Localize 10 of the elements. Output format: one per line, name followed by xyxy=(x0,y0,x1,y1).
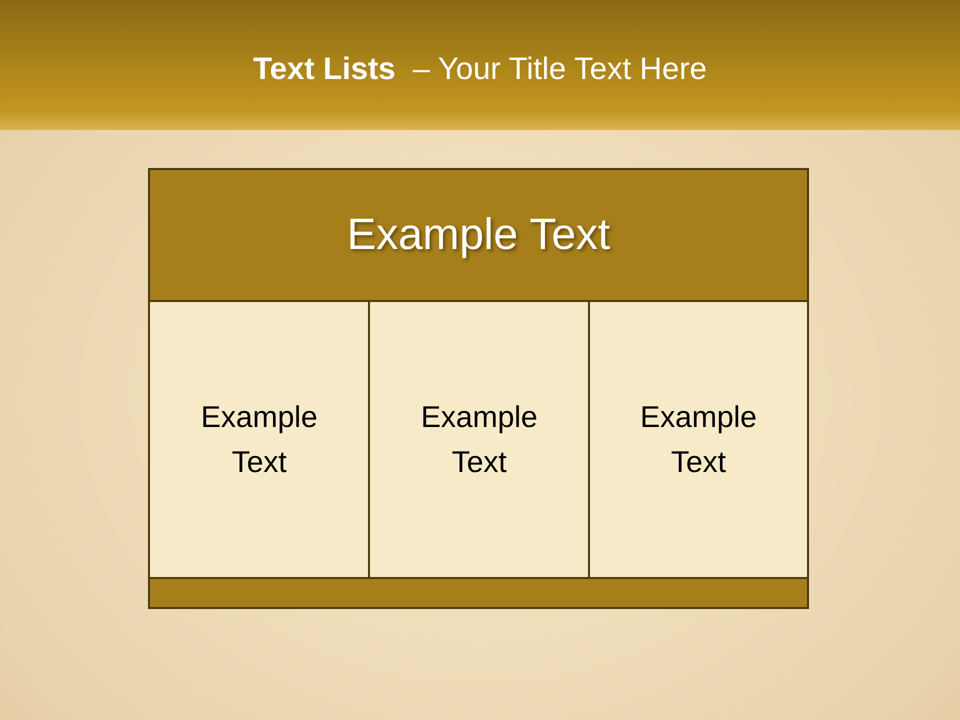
table-cell xyxy=(368,300,590,580)
footer-bar xyxy=(148,577,809,609)
table-cell xyxy=(588,300,809,580)
slide-title: Text Lists – Your Title Text Here xyxy=(252,50,708,88)
table-header xyxy=(148,168,809,302)
cell-text: Example Text xyxy=(639,400,758,480)
cell-text: Example Text xyxy=(200,400,319,480)
table-cell xyxy=(148,300,370,580)
cell-text: Example Text xyxy=(420,400,539,480)
header-text: Example Text xyxy=(346,208,610,261)
